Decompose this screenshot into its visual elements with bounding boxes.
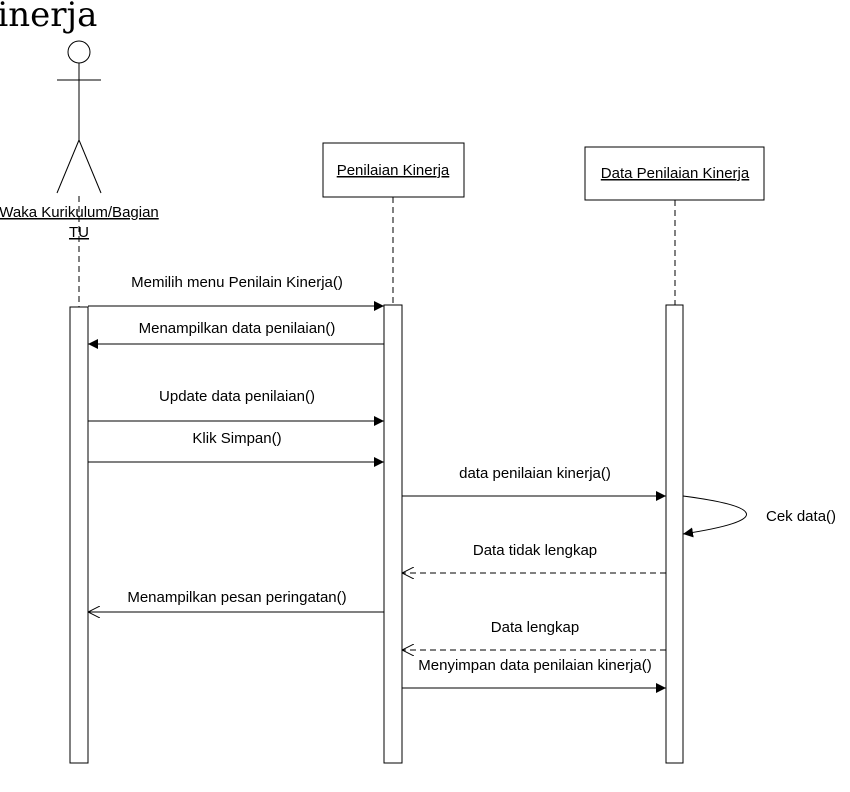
message-label-pesan-peringatan: Menampilkan pesan peringatan(): [127, 589, 346, 606]
message-label-data-lengkap: Data lengkap: [491, 619, 579, 636]
self-message-arrow-cek-data: [682, 495, 747, 538]
diagram-title: Kinerja: [0, 0, 97, 35]
object-box-penilaian-kinerja: [322, 142, 465, 198]
message-label-menampilkan-data: Menampilkan data penilaian(): [139, 320, 336, 337]
message-label-data-penilaian-kinerja: data penilaian kinerja(): [459, 465, 611, 482]
message-label-cek-data: Cek data(): [766, 508, 836, 525]
activation-bar-data-penilaian-kinerja: [665, 304, 684, 764]
actor-label-line2: TU: [69, 224, 89, 241]
object-label-penilaian-kinerja: Penilaian Kinerja: [337, 162, 450, 179]
activation-bar-penilaian-kinerja: [383, 304, 403, 764]
message-label-klik-simpan: Klik Simpan(): [192, 430, 281, 447]
actor-label: Waka Kurikulum/Bagian: [0, 204, 159, 221]
actor-figure: [56, 40, 102, 194]
message-label-memilih-menu: Memilih menu Penilain Kinerja(): [131, 274, 343, 291]
message-label-update-data: Update data penilaian(): [159, 388, 315, 405]
activation-bar-actor: [69, 306, 89, 764]
message-label-menyimpan-data: Menyimpan data penilaian kinerja(): [418, 657, 651, 674]
object-label-data-penilaian-kinerja: Data Penilaian Kinerja: [601, 165, 750, 182]
message-label-data-tidak-lengkap: Data tidak lengkap: [473, 542, 597, 559]
